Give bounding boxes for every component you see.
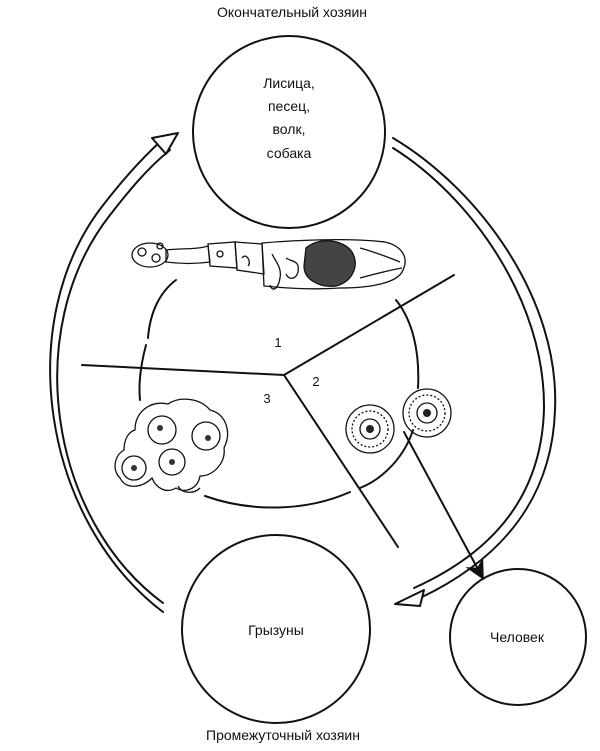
species-dog: собака [267, 145, 312, 161]
left-arrowhead [151, 132, 179, 155]
stage-number-cyst: 3 [263, 391, 270, 406]
left-cycle-arrow [49, 132, 179, 613]
human-label: Человек [490, 629, 545, 645]
inner-cycle-ring [147, 279, 177, 339]
stage-number-eggs: 2 [312, 374, 319, 389]
divider-upper-right [283, 274, 455, 376]
right-cycle-arrow [392, 137, 557, 607]
divider-lower-right [283, 374, 399, 548]
right-arrowhead [394, 589, 425, 607]
species-wolf: волк, [273, 121, 306, 137]
intermediate-host-title: Промежуточный хозяин [206, 727, 360, 743]
species-arctic-fox: песец, [268, 98, 310, 114]
eggs-to-human-arrow [403, 431, 484, 581]
human-circle [449, 568, 587, 706]
definitive-host-circle [192, 35, 386, 229]
divider-left [81, 364, 285, 376]
definitive-host-title: Окончательный хозяин [217, 4, 367, 20]
stage-number-adult: 1 [274, 335, 281, 350]
species-fox: Лисица, [263, 75, 315, 91]
hydatid-cyst-illustration [114, 398, 229, 493]
adult-tapeworm-illustration [131, 239, 406, 290]
intermediate-host-circle [181, 534, 371, 724]
rodents-label: Грызуны [248, 622, 304, 638]
eggs-illustration [345, 388, 452, 454]
